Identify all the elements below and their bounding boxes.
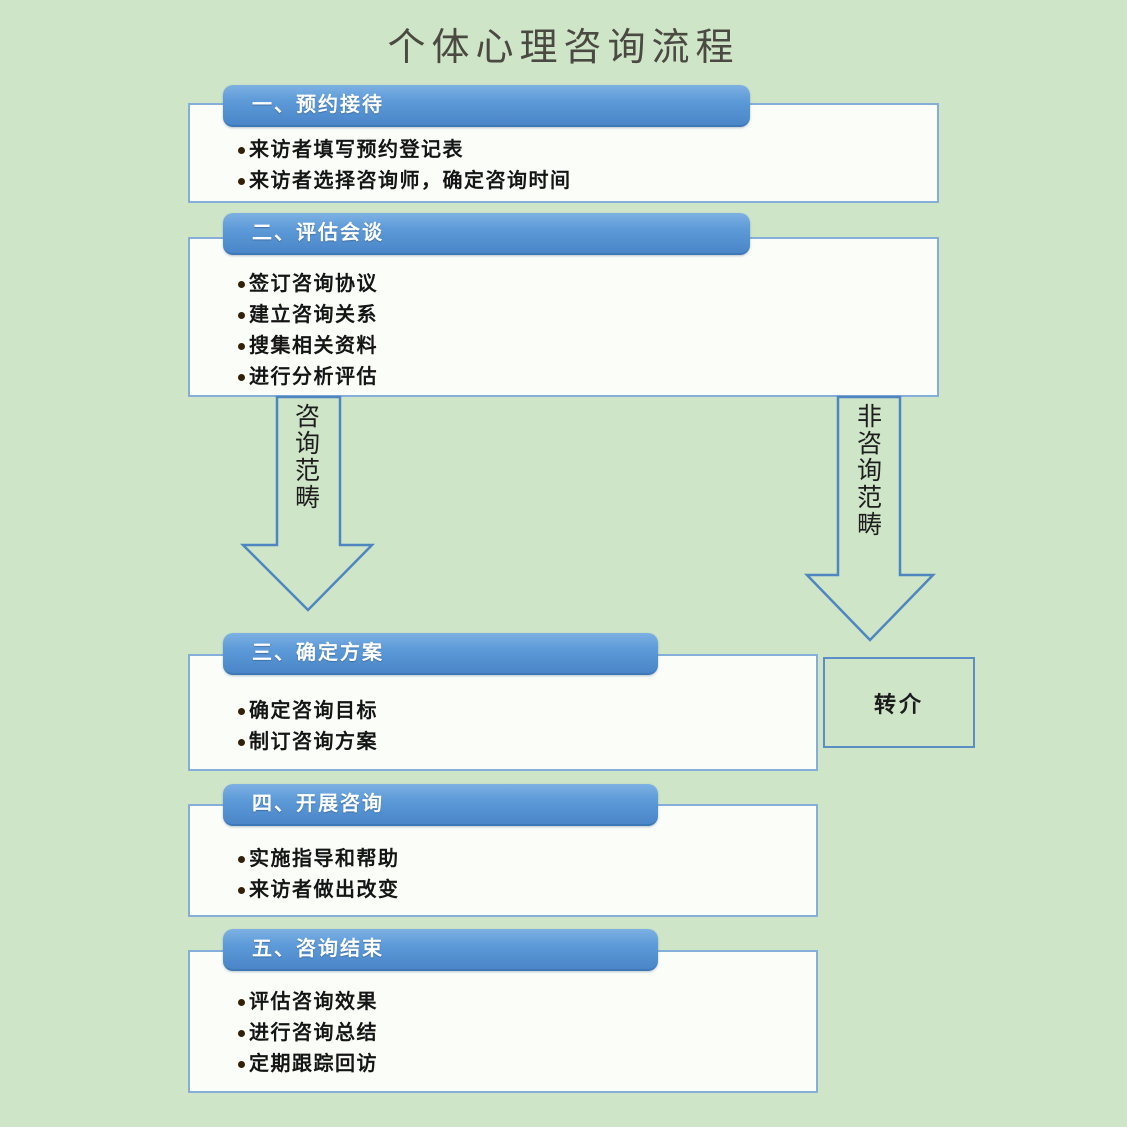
bullet-item: 签订咨询协议 (238, 269, 937, 300)
bullet-item: 确定咨询目标 (238, 696, 816, 727)
bullet-text: 进行咨询总结 (249, 1022, 378, 1044)
diagram-title: 个体心理咨询流程 (387, 27, 740, 69)
section-4-bullet-list: 实施指导和帮助 来访者做出改变 (190, 844, 816, 906)
bullet-text: 建立咨询关系 (249, 304, 378, 326)
bullet-item: 进行分析评估 (238, 362, 937, 393)
bullet-text: 制订咨询方案 (249, 731, 378, 753)
bullet-text: 评估咨询效果 (249, 991, 378, 1013)
section-2-header: 二、评估会谈 (223, 213, 750, 255)
referral-box: 转介 (823, 657, 975, 748)
bullet-item: 来访者做出改变 (238, 875, 816, 906)
bullet-text: 进行分析评估 (249, 366, 378, 388)
section-3-bullet-list: 确定咨询目标 制订咨询方案 (190, 696, 816, 758)
section-2-bullet-list: 签订咨询协议 建立咨询关系 搜集相关资料 进行分析评估 (190, 269, 937, 393)
bullet-item: 来访者填写预约登记表 (238, 135, 937, 166)
counseling-scope-arrow-icon (239, 395, 375, 612)
section-1-bullet-list: 来访者填写预约登记表 来访者选择咨询师，确定咨询时间 (190, 135, 937, 197)
bullet-text: 来访者选择咨询师，确定咨询时间 (249, 170, 572, 192)
section-1-header: 一、预约接待 (223, 85, 750, 127)
referral-label: 转介 (873, 691, 924, 717)
bullet-text: 来访者做出改变 (249, 879, 400, 901)
bullet-text: 签订咨询协议 (249, 273, 378, 295)
section-3-header: 三、确定方案 (223, 633, 658, 675)
bullet-item: 建立咨询关系 (238, 300, 937, 331)
bullet-item: 来访者选择咨询师，确定咨询时间 (238, 166, 937, 197)
bullet-item: 定期跟踪回访 (238, 1049, 816, 1080)
bullet-item: 搜集相关资料 (238, 331, 937, 362)
left-arrow-label: 咨询范畴 (294, 404, 320, 512)
bullet-text: 定期跟踪回访 (249, 1053, 378, 1075)
bullet-text: 搜集相关资料 (249, 335, 378, 357)
bullet-item: 实施指导和帮助 (238, 844, 816, 875)
non-counseling-scope-arrow-icon (804, 395, 936, 642)
bullet-item: 进行咨询总结 (238, 1018, 816, 1049)
section-5-header: 五、咨询结束 (223, 929, 658, 971)
bullet-item: 制订咨询方案 (238, 727, 816, 758)
bullet-item: 评估咨询效果 (238, 987, 816, 1018)
bullet-text: 来访者填写预约登记表 (249, 139, 464, 161)
section-2-content-box: 签订咨询协议 建立咨询关系 搜集相关资料 进行分析评估 (188, 237, 939, 397)
bullet-text: 确定咨询目标 (249, 700, 378, 722)
section-5-bullet-list: 评估咨询效果 进行咨询总结 定期跟踪回访 (190, 987, 816, 1080)
right-arrow-label: 非咨询范畴 (856, 404, 882, 539)
bullet-text: 实施指导和帮助 (249, 848, 400, 870)
section-4-header: 四、开展咨询 (223, 784, 658, 826)
